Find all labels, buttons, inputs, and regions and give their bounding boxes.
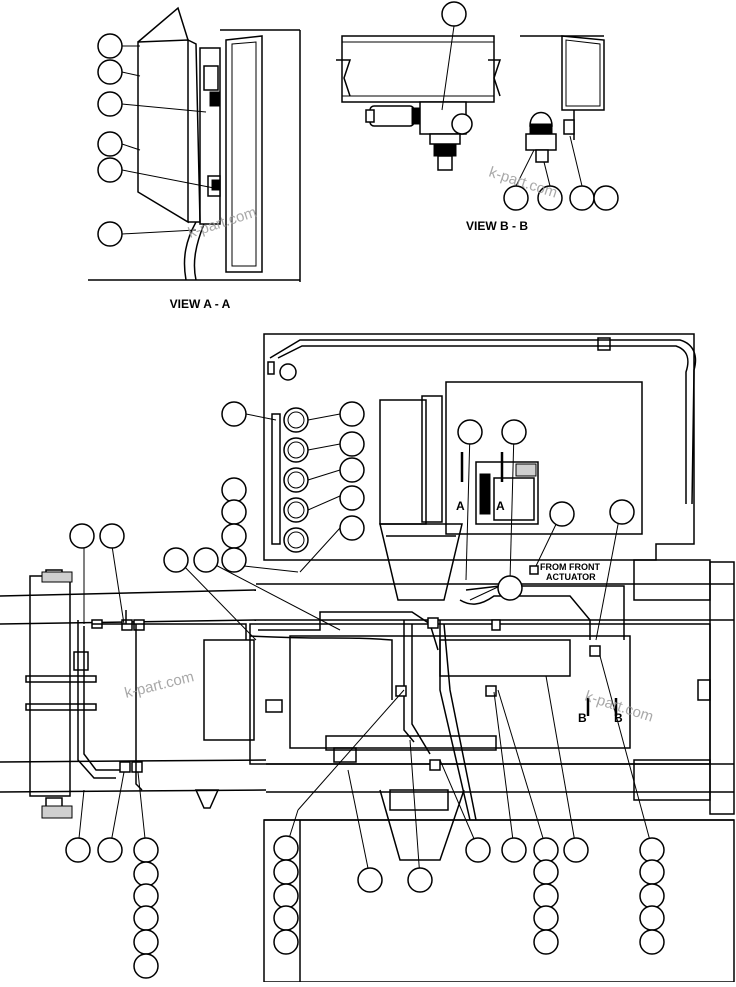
callout-balloon — [339, 457, 365, 483]
callout-balloons — [65, 1, 665, 979]
callout-balloon — [357, 867, 383, 893]
callout-balloon — [503, 185, 529, 211]
callout-balloon — [533, 929, 559, 955]
callout-balloon — [639, 905, 665, 931]
callout-balloon — [97, 91, 123, 117]
callout-balloon — [533, 859, 559, 885]
callout-balloon — [593, 185, 619, 211]
callout-balloon — [339, 431, 365, 457]
callout-balloon — [533, 837, 559, 863]
callout-balloon — [97, 33, 123, 59]
callout-balloon — [133, 883, 159, 909]
view-b-label: VIEW B - B — [466, 219, 528, 233]
callout-balloon — [533, 905, 559, 931]
view-a-label: VIEW A - A — [170, 297, 231, 311]
callout-balloon — [97, 59, 123, 85]
watermarks: k-part.com k-part.com k-part.com k-part.… — [123, 164, 656, 726]
callout-balloon — [97, 157, 123, 183]
section-b-right: B — [614, 711, 623, 725]
callout-balloon — [133, 953, 159, 979]
callout-balloon — [407, 867, 433, 893]
callout-balloon — [501, 419, 527, 445]
main-plan-view: A A FROM FRONT ACTUATOR — [0, 333, 735, 983]
callout-balloon — [163, 547, 189, 573]
callout-balloon — [339, 485, 365, 511]
watermark-text: k-part.com — [123, 668, 196, 702]
callout-balloon — [609, 499, 635, 525]
callout-balloon — [339, 401, 365, 427]
callout-balloon — [457, 419, 483, 445]
callout-balloon — [273, 883, 299, 909]
callout-balloon — [99, 523, 125, 549]
callout-balloon — [65, 837, 91, 863]
from-front-label-2: ACTUATOR — [546, 572, 596, 582]
callout-balloon — [441, 1, 467, 27]
callout-balloon — [501, 837, 527, 863]
section-a-right: A — [496, 499, 505, 513]
watermark-text: k-part.com — [186, 204, 259, 242]
callout-balloon — [569, 185, 595, 211]
callout-balloon — [537, 185, 563, 211]
callout-balloon — [639, 929, 665, 955]
callout-balloon — [221, 547, 247, 573]
callout-balloon — [273, 929, 299, 955]
view-a-a: VIEW A - A — [88, 6, 301, 311]
callout-balloon — [497, 575, 523, 601]
callout-balloon — [193, 547, 219, 573]
callout-balloon — [97, 221, 123, 247]
callout-balloon — [639, 883, 665, 909]
from-front-label-1: FROM FRONT — [540, 562, 600, 572]
callout-balloon — [273, 835, 299, 861]
callout-balloon — [639, 859, 665, 885]
callout-balloon — [221, 499, 247, 525]
callout-balloon — [273, 905, 299, 931]
callout-balloon — [133, 861, 159, 887]
callout-balloon — [273, 859, 299, 885]
callout-balloon — [563, 837, 589, 863]
callout-balloon — [133, 905, 159, 931]
callout-balloon — [533, 883, 559, 909]
section-b-left: B — [578, 711, 587, 725]
callout-balloon — [339, 515, 365, 541]
callout-balloon — [133, 837, 159, 863]
view-b-b-left — [336, 25, 502, 171]
view-b-b-right: VIEW B - B — [466, 35, 605, 233]
callout-balloon — [97, 837, 123, 863]
callout-balloon — [221, 523, 247, 549]
callout-balloon — [549, 501, 575, 527]
callout-balloon — [465, 837, 491, 863]
callout-balloon — [221, 401, 247, 427]
callout-balloon — [133, 929, 159, 955]
leader-lines — [77, 413, 653, 879]
callout-balloon — [97, 131, 123, 157]
callout-balloon — [69, 523, 95, 549]
callout-balloon — [639, 837, 665, 863]
callout-balloon — [221, 477, 247, 503]
section-a-left: A — [456, 499, 465, 513]
